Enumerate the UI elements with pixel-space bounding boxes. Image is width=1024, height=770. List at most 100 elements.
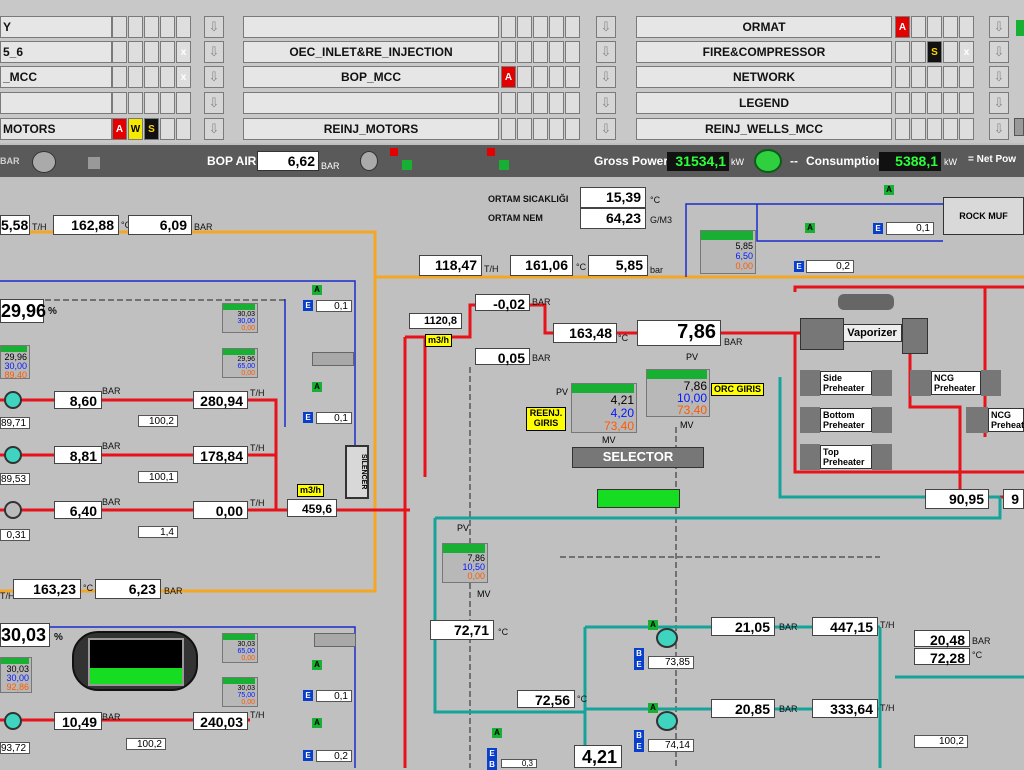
nav-item-bop-mcc[interactable]: BOP_MCC bbox=[243, 66, 499, 88]
arrow-down-icon[interactable]: ⇩ bbox=[596, 66, 616, 88]
arrow-down-icon[interactable]: ⇩ bbox=[989, 41, 1009, 63]
bottom-preheater-label: Bottom Preheater bbox=[823, 410, 865, 430]
ctrl-sp: 30,00 bbox=[6, 673, 29, 683]
nav-item-oec-inlet[interactable]: OEC_INLET&RE_INJECTION bbox=[243, 41, 499, 63]
arrow-down-icon[interactable]: ⇩ bbox=[596, 92, 616, 114]
level-controller[interactable]: 29,96 30,00 89,40 bbox=[0, 345, 30, 380]
nav-item-5-6[interactable]: 5_6 bbox=[0, 41, 112, 63]
nav-item-empty-1[interactable] bbox=[0, 92, 112, 114]
arrow-down-icon[interactable]: ⇩ bbox=[989, 118, 1009, 140]
arrow-down-icon[interactable]: ⇩ bbox=[596, 16, 616, 38]
auto-indicator: A bbox=[312, 382, 322, 392]
tank-level-fill bbox=[90, 668, 182, 684]
vaporizer: Vaporizer bbox=[842, 324, 902, 342]
ctrl-sp: 30,00 bbox=[4, 361, 27, 371]
unit-c: °C bbox=[972, 650, 983, 660]
mini-controller[interactable]: 29,96 65,00 0,00 bbox=[222, 348, 258, 378]
nav-item-ormat[interactable]: ORMAT bbox=[636, 16, 892, 38]
orc-inlet-temp: 163,48 bbox=[553, 323, 617, 343]
ncg-preheater: NCG Preheater bbox=[931, 371, 981, 395]
nav-item-legend[interactable]: LEGEND bbox=[636, 92, 892, 114]
status-square bbox=[144, 66, 159, 88]
arrow-down-icon[interactable]: ⇩ bbox=[204, 41, 224, 63]
status-square bbox=[176, 16, 191, 38]
arrow-down-icon[interactable]: ⇩ bbox=[204, 92, 224, 114]
pump-icon[interactable] bbox=[4, 446, 22, 464]
unit-bar: BAR bbox=[102, 386, 121, 396]
auto-indicator: A bbox=[884, 185, 894, 195]
pump-icon[interactable] bbox=[4, 501, 22, 519]
orc-controller[interactable]: 7,86 10,00 73,40 bbox=[646, 369, 710, 417]
status-square bbox=[959, 92, 974, 114]
nav-item-empty-3[interactable] bbox=[243, 92, 499, 114]
generator-icon[interactable] bbox=[754, 149, 782, 173]
arrow-down-icon[interactable]: ⇩ bbox=[596, 118, 616, 140]
mini-controller[interactable]: 30,03 30,00 0,00 bbox=[222, 303, 258, 333]
ctrl-sp: 65,00 bbox=[237, 363, 255, 370]
status-square bbox=[501, 118, 516, 140]
pump-4-flow: 240,03 bbox=[193, 712, 248, 730]
valve-icon[interactable] bbox=[32, 151, 56, 173]
level-controller[interactable]: 30,03 30,00 92,86 bbox=[0, 657, 32, 693]
nav-item-network[interactable]: NETWORK bbox=[636, 66, 892, 88]
pump-current: 89,53 bbox=[0, 473, 30, 485]
steam-temp: 162,88 bbox=[53, 215, 119, 235]
ctrl-sp: 65,00 bbox=[237, 648, 255, 655]
mini-controller[interactable]: 30,03 65,00 0,00 bbox=[222, 633, 258, 663]
status-square bbox=[565, 118, 580, 140]
arrow-down-icon[interactable]: ⇩ bbox=[596, 41, 616, 63]
nav-label: ORMAT bbox=[742, 20, 786, 34]
selector-button[interactable]: SELECTOR bbox=[572, 447, 704, 468]
nav-label: _MCC bbox=[3, 70, 38, 84]
nav-label: REINJ_MOTORS bbox=[323, 122, 419, 136]
nav-label: OEC_INLET&RE_INJECTION bbox=[289, 45, 453, 59]
pump-icon[interactable] bbox=[4, 712, 22, 730]
status-square bbox=[517, 41, 532, 63]
heat-exchanger-icon bbox=[910, 370, 931, 396]
arrow-down-icon[interactable]: ⇩ bbox=[204, 118, 224, 140]
percent-sign: % bbox=[48, 306, 57, 317]
nav-item-reinj-motors[interactable]: REINJ_MOTORS bbox=[243, 118, 499, 140]
ctrl-mv: 0,00 bbox=[241, 655, 255, 662]
controller-header bbox=[223, 349, 255, 355]
pv-label: PV bbox=[686, 352, 699, 362]
nav-item-fire-compressor[interactable]: FIRE&COMPRESSOR bbox=[636, 41, 892, 63]
mv-label: MV bbox=[602, 435, 616, 445]
pv-label: PV bbox=[457, 523, 470, 533]
rock-muffler-label: ROCK MUF bbox=[959, 211, 1008, 221]
e-indicator: E bbox=[634, 659, 644, 670]
pump-current: 93,72 bbox=[0, 742, 30, 754]
mini-controller[interactable]: 30,03 75,00 0,00 bbox=[222, 677, 258, 707]
level-9: 9 bbox=[1003, 489, 1024, 509]
controller-header bbox=[443, 544, 485, 553]
arrow-down-icon[interactable]: ⇩ bbox=[989, 16, 1009, 38]
pump-icon[interactable] bbox=[4, 391, 22, 409]
flow-459: 459,6 bbox=[287, 499, 337, 517]
arrow-down-icon[interactable]: ⇩ bbox=[204, 16, 224, 38]
unit-th: T/H bbox=[250, 388, 265, 398]
arrow-down-icon[interactable]: ⇩ bbox=[204, 66, 224, 88]
pump-2-flow: 178,84 bbox=[193, 446, 248, 464]
arrow-down-icon[interactable]: ⇩ bbox=[989, 66, 1009, 88]
vaporizer-drum bbox=[838, 294, 894, 310]
nav-item-mcc[interactable]: _MCC bbox=[0, 66, 112, 88]
status-square bbox=[160, 118, 175, 140]
nav-item-y[interactable]: Y bbox=[0, 16, 112, 38]
pump-icon[interactable] bbox=[656, 628, 678, 648]
nav-item-motors[interactable]: MOTORS bbox=[0, 118, 112, 140]
ctrl-sp: 30,00 bbox=[237, 318, 255, 325]
nav-item-empty-2[interactable] bbox=[243, 16, 499, 38]
controller-faceplate[interactable]: 5,85 6,50 0,00 bbox=[700, 230, 756, 274]
status-square bbox=[501, 41, 516, 63]
ncg-preheater-2-label: NCG Preheat bbox=[991, 410, 1024, 430]
ctrl-mv: 0,00 bbox=[241, 699, 255, 706]
valve-icon[interactable] bbox=[360, 151, 378, 171]
mid-controller[interactable]: 7,86 10,50 0,00 bbox=[442, 543, 488, 583]
print-icon[interactable] bbox=[1014, 118, 1024, 136]
arrow-down-icon[interactable]: ⇩ bbox=[989, 92, 1009, 114]
pump-icon[interactable] bbox=[656, 711, 678, 731]
reenj-controller[interactable]: 4,21 4,20 73,40 bbox=[571, 383, 637, 433]
ambient-temp-unit: °C bbox=[650, 195, 661, 205]
pump-3-press: 6,40 bbox=[54, 501, 102, 519]
nav-item-reinj-wells-mcc[interactable]: REINJ_WELLS_MCC bbox=[636, 118, 892, 140]
